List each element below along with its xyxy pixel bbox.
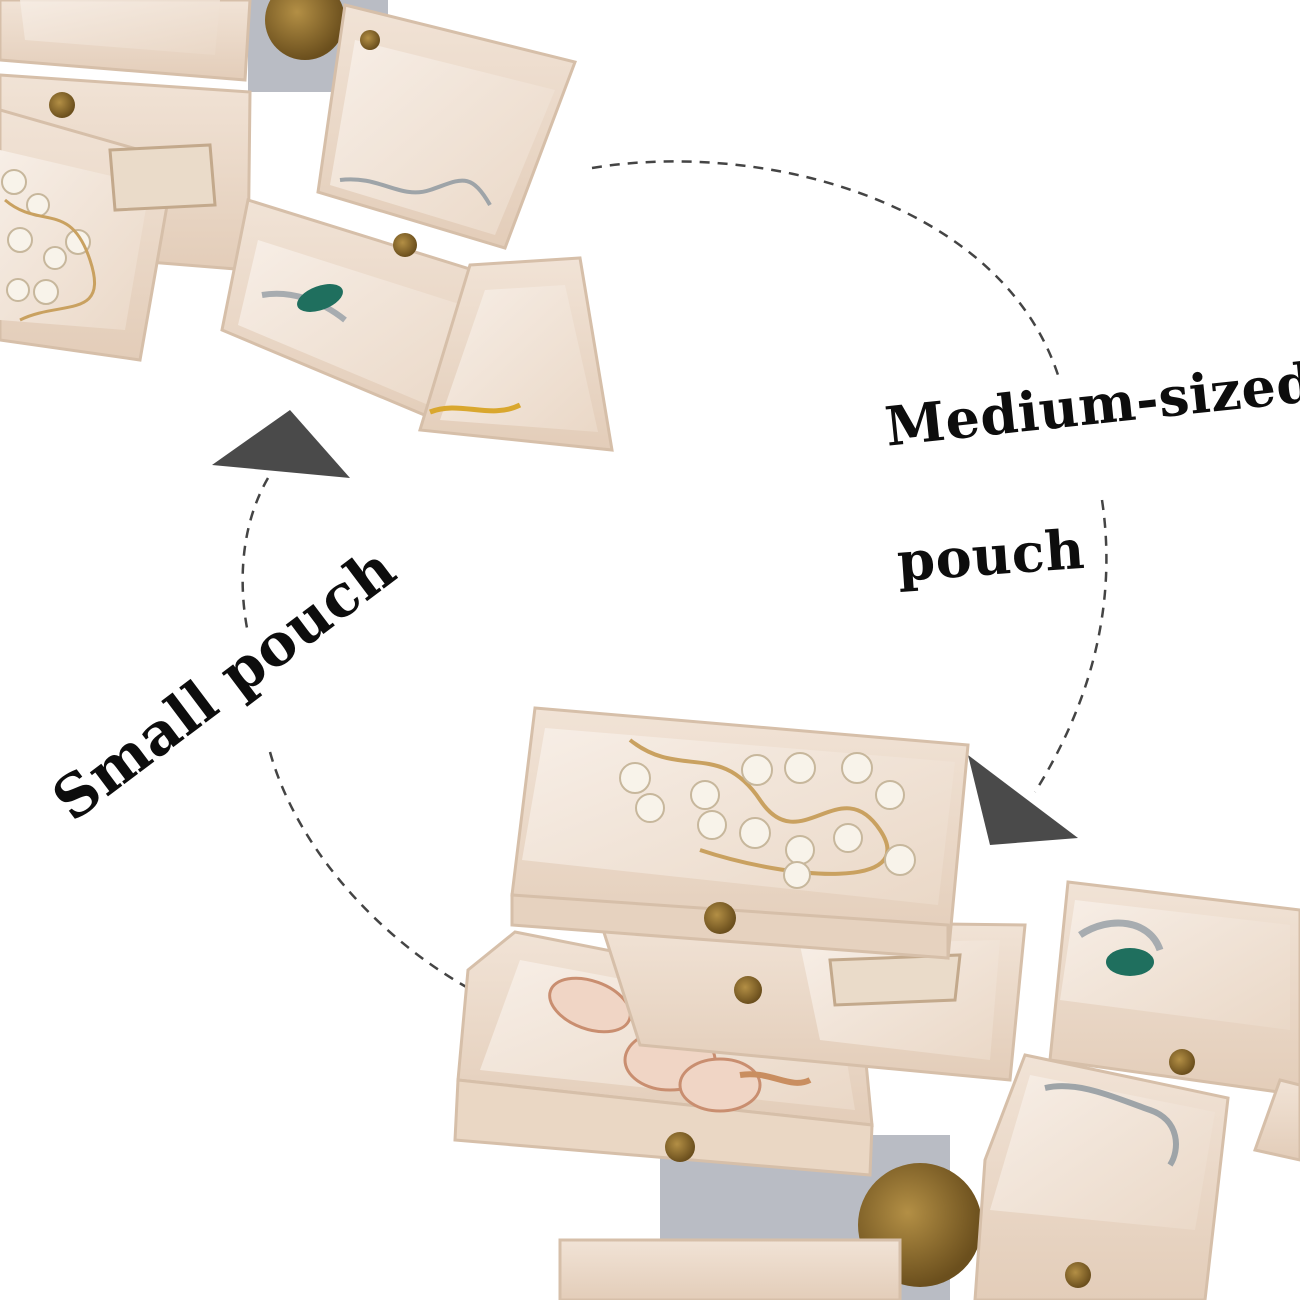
- dashed-arc-left-upper: [241, 477, 270, 629]
- top-left-pouch-cluster: [0, 0, 614, 452]
- label-medium-sized-line2: pouch: [895, 516, 1087, 594]
- pouch-pearls-top-left: [0, 73, 252, 362]
- snap-button-icon: [734, 976, 762, 1004]
- dashed-arc-right: [1033, 499, 1108, 793]
- arrow-head-down-right-icon: [968, 755, 1078, 845]
- snap-button-icon: [393, 233, 417, 257]
- pouch-pearls-medium: [510, 706, 970, 960]
- pouch-back-middle: [597, 918, 1027, 1082]
- pouch-gold-chain: [418, 256, 614, 452]
- snap-button-icon: [1065, 1262, 1091, 1288]
- snap-button-icon: [704, 902, 736, 934]
- dashed-arc-left-lower: [268, 751, 503, 1007]
- brass-medallion: [265, 0, 345, 60]
- snap-button-icon: [1169, 1049, 1195, 1075]
- bottom-right-pouch-cluster: [453, 706, 1300, 1300]
- snap-button-icon: [49, 92, 75, 118]
- pouch-silver-chain-top: [316, 3, 577, 250]
- snap-button-icon: [360, 30, 380, 50]
- dashed-arc-top: [591, 160, 1060, 376]
- cycle-arrows: [241, 160, 1108, 1007]
- snap-button-icon: [665, 1132, 695, 1162]
- pouch-back-top: [0, 0, 252, 82]
- pouch-green-pendant: [220, 198, 507, 433]
- pouch-silver-chain-bottom: [973, 1053, 1230, 1300]
- pouch-green-pendant-right: [1048, 880, 1300, 1097]
- arrow-head-up-left-icon: [212, 410, 350, 478]
